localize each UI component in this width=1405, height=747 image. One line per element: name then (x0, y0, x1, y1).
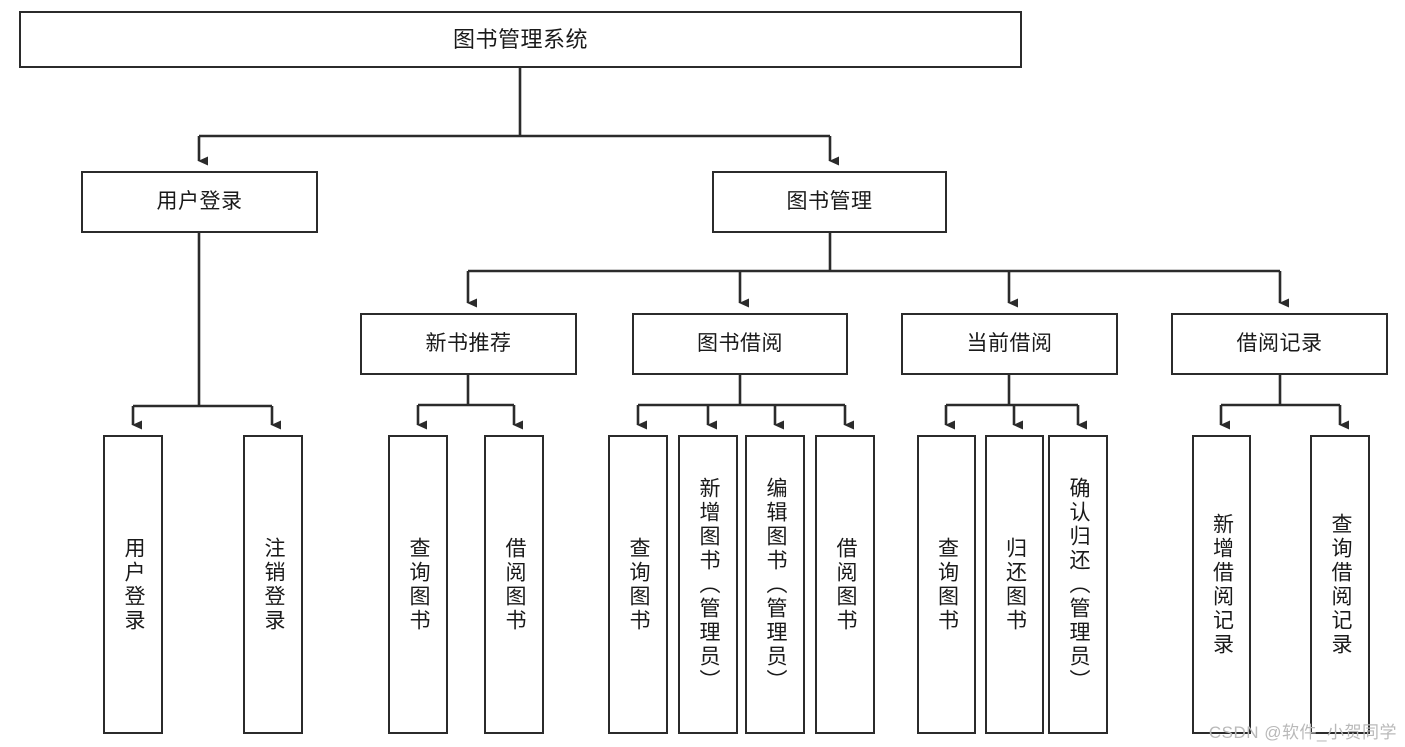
node-leaf-query-books-recommend-label: 查询图书 (407, 536, 431, 633)
node-leaf-query-books-current[interactable]: 查询图书 (917, 435, 976, 734)
node-leaf-query-books-current-label: 查询图书 (935, 536, 959, 633)
node-borrow-records-label: 借阅记录 (1236, 331, 1323, 355)
node-leaf-add-borrow-record-label: 新增借阅记录 (1210, 512, 1234, 657)
node-current-borrow-label: 当前借阅 (966, 331, 1053, 355)
node-leaf-user-login[interactable]: 用户登录 (103, 435, 163, 734)
node-book-borrow[interactable]: 图书借阅 (632, 313, 848, 375)
node-new-book-recommend-label: 新书推荐 (425, 331, 512, 355)
node-leaf-confirm-return-admin-label: 确认归还（管理员） (1067, 476, 1091, 693)
node-leaf-query-books-borrow-label: 查询图书 (627, 536, 651, 633)
node-leaf-query-borrow-record[interactable]: 查询借阅记录 (1310, 435, 1370, 734)
node-leaf-return-books-label: 归还图书 (1003, 536, 1027, 633)
node-leaf-add-book-admin-label: 新增图书（管理员） (697, 476, 721, 693)
node-leaf-confirm-return-admin[interactable]: 确认归还（管理员） (1048, 435, 1108, 734)
node-new-book-recommend[interactable]: 新书推荐 (360, 313, 577, 375)
node-leaf-logout-label: 注销登录 (262, 536, 286, 633)
node-current-borrow[interactable]: 当前借阅 (901, 313, 1118, 375)
node-borrow-records[interactable]: 借阅记录 (1171, 313, 1388, 375)
node-leaf-edit-book-admin-label: 编辑图书（管理员） (764, 476, 788, 693)
node-book-management-label: 图书管理 (786, 189, 873, 213)
node-user-login[interactable]: 用户登录 (81, 171, 318, 233)
node-leaf-query-books-recommend[interactable]: 查询图书 (388, 435, 448, 734)
node-book-borrow-label: 图书借阅 (697, 331, 783, 355)
node-leaf-borrow-books[interactable]: 借阅图书 (815, 435, 875, 734)
node-leaf-query-books-borrow[interactable]: 查询图书 (608, 435, 668, 734)
node-leaf-query-borrow-record-label: 查询借阅记录 (1329, 512, 1353, 657)
csdn-watermark: CSDN @软件_小贺同学 (1208, 723, 1397, 742)
node-leaf-return-books[interactable]: 归还图书 (985, 435, 1044, 734)
node-leaf-add-borrow-record[interactable]: 新增借阅记录 (1192, 435, 1251, 734)
node-leaf-user-login-label: 用户登录 (122, 536, 146, 633)
node-leaf-logout[interactable]: 注销登录 (243, 435, 303, 734)
node-root-system[interactable]: 图书管理系统 (19, 11, 1022, 68)
node-leaf-add-book-admin[interactable]: 新增图书（管理员） (678, 435, 738, 734)
node-user-login-label: 用户登录 (156, 189, 243, 213)
node-book-management[interactable]: 图书管理 (712, 171, 947, 233)
node-leaf-borrow-books-recommend[interactable]: 借阅图书 (484, 435, 544, 734)
node-leaf-borrow-books-label: 借阅图书 (834, 536, 858, 633)
node-leaf-edit-book-admin[interactable]: 编辑图书（管理员） (745, 435, 805, 734)
node-root-system-label: 图书管理系统 (452, 26, 588, 52)
node-leaf-borrow-books-recommend-label: 借阅图书 (503, 536, 527, 633)
